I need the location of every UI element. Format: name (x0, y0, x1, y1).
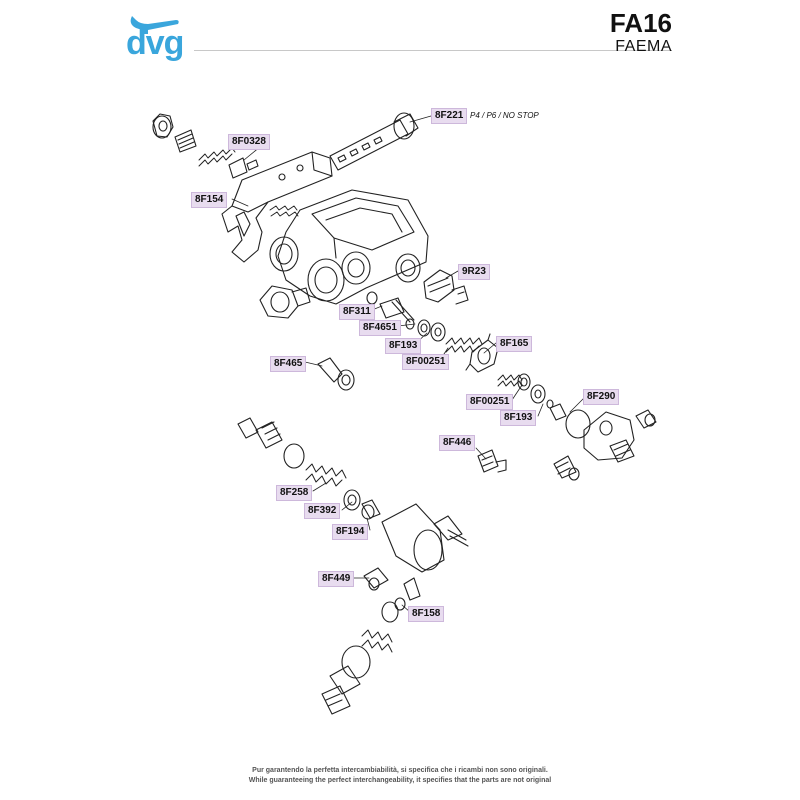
threaded-stud-top-left (174, 129, 197, 153)
screw-top-right (635, 409, 657, 429)
spring-8F258 (305, 463, 347, 487)
part-label-8F00251-second: 8F00251 (466, 394, 514, 410)
part-label-8F311: 8F311 (339, 304, 375, 320)
spring-8F165 (445, 337, 483, 353)
brand-name: FAEMA (615, 38, 672, 55)
threaded-fitting-bottom (321, 665, 361, 715)
part-label-8F00251: 8F00251 (402, 354, 450, 370)
washer-8F392 (343, 489, 361, 511)
lever-rod-8F221 (329, 112, 419, 171)
part-label-8F154: 8F154 (191, 192, 228, 208)
part-label-8F290: 8F290 (583, 389, 620, 405)
spring-bottom (361, 629, 393, 653)
screw-bottom-right (553, 455, 580, 481)
o-ring-bottom (381, 601, 399, 623)
o-ring-lower (283, 443, 305, 469)
small-valve-pin (546, 399, 567, 421)
part-label-8F449: 8F449 (318, 571, 355, 587)
part-label-8F258: 8F258 (276, 485, 313, 501)
logo-text: dvg (126, 24, 184, 62)
part-label-8F193: 8F193 (385, 338, 422, 354)
o-ring-large-bottom (341, 645, 371, 679)
header-divider (194, 50, 672, 51)
valve-stem-8F4651 (379, 297, 415, 330)
part-label-8F158: 8F158 (408, 606, 445, 622)
seal-8F193 (417, 319, 431, 337)
small-pin-8F0328 (228, 157, 259, 179)
exploded-parts-diagram (152, 112, 657, 715)
part-label-9R23: 9R23 (458, 264, 490, 280)
footer-disclaimer: Pur garantendo la perfetta intercambiabi… (0, 766, 800, 786)
footer-line-english: While guaranteeing the perfect interchan… (248, 777, 552, 784)
nut-left (259, 285, 311, 319)
group-head-body (269, 189, 429, 305)
o-ring-8F311 (366, 291, 378, 305)
part-label-8F446: 8F446 (439, 435, 476, 451)
part-label-8F465: 8F465 (270, 356, 307, 372)
part-label-8F194: 8F194 (332, 524, 369, 540)
footer-line-italian: Pur garantendo la perfetta intercambiabi… (252, 767, 548, 774)
dvg-logo-icon (130, 16, 179, 34)
washer-8F00251-second (517, 373, 531, 391)
fork-lever-8F154 (221, 151, 333, 263)
washer-8F00251 (430, 322, 446, 342)
pin-8F465 (317, 357, 355, 391)
flange-8F290 (583, 411, 635, 463)
plug-8F449 (363, 567, 389, 591)
hose-fitting-9R23 (423, 269, 469, 305)
piston-8F194 (361, 499, 381, 520)
threaded-fitting-lower-top (237, 417, 283, 449)
seal-8F193-second (530, 384, 546, 404)
part-note-8F221: P4 / P6 / NO STOP (470, 111, 539, 120)
spring-second (497, 374, 523, 387)
cylinder-body (381, 503, 469, 573)
part-label-8F4651: 8F4651 (359, 320, 401, 336)
part-label-8F193-second: 8F193 (500, 410, 537, 426)
spring-small-8F154 (269, 205, 299, 217)
spring-8F0328 (198, 147, 236, 167)
fitting-8F446 (477, 449, 507, 473)
part-label-8F221: 8F221 (431, 108, 468, 124)
model-code: FA16 (609, 8, 672, 38)
nut-top-left (152, 113, 174, 139)
o-ring-8F290 (565, 409, 591, 439)
part-label-8F0328: 8F0328 (228, 134, 270, 150)
part-label-8F165: 8F165 (496, 336, 533, 352)
part-label-8F392: 8F392 (304, 503, 341, 519)
